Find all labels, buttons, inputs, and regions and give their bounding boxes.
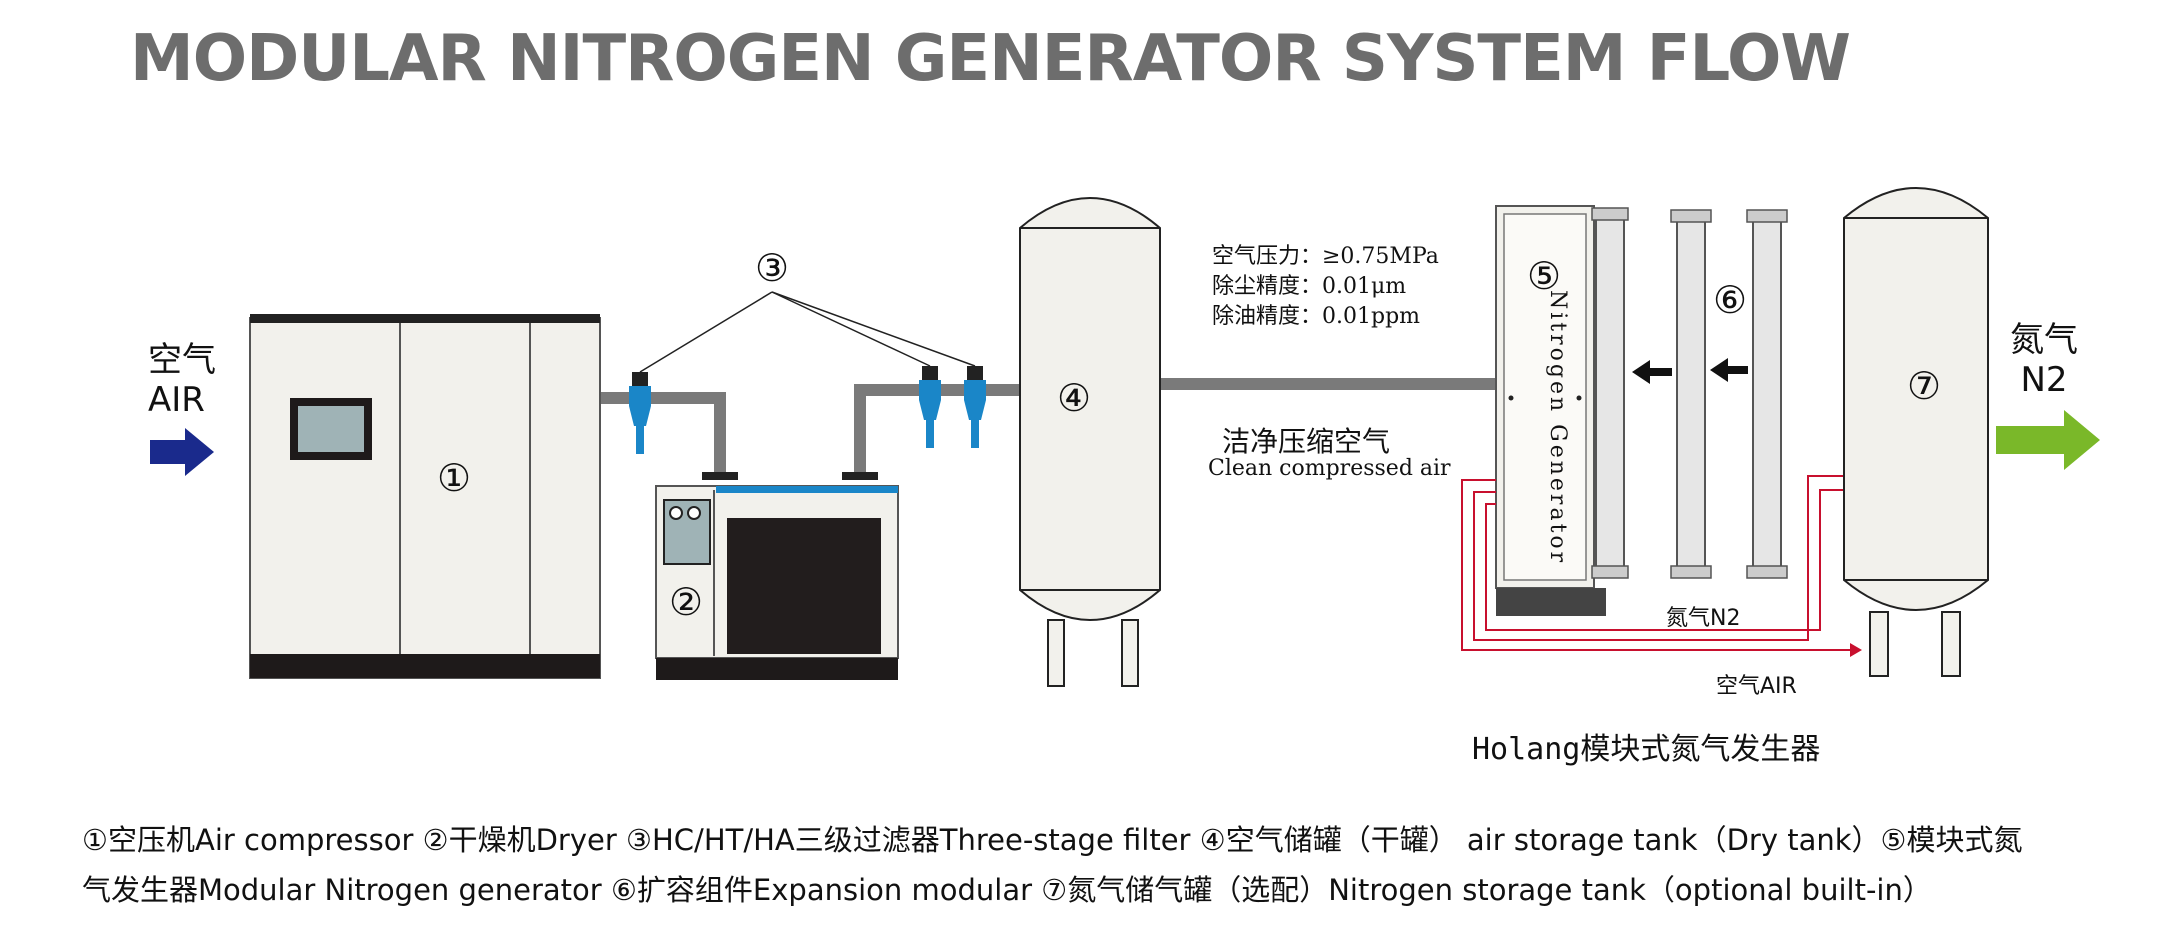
generator-bolt: [1576, 395, 1582, 401]
legend-line-2: 气发生器Modular Nitrogen generator ⑥扩容组件Expa…: [82, 873, 1932, 907]
compressor-top-band: [250, 314, 600, 323]
compressor-body: [249, 317, 601, 679]
marker-6: ⑥: [1712, 278, 1748, 322]
generator-column-cap: [1591, 565, 1629, 579]
dryer-tank-window: [727, 518, 881, 654]
air-inlet-arrow: [150, 428, 214, 476]
filter-3: [964, 366, 986, 448]
three-stage-filters: [629, 291, 986, 454]
spec-oil: 除油精度：0.01ppm: [1212, 304, 1421, 329]
air-storage-tank: [1019, 197, 1161, 687]
n2-line-label: 氮气N2: [1666, 606, 1741, 631]
tank4-leg: [1121, 619, 1139, 687]
air-spec-block: 空气压力：≥0.75MPa 除尘精度：0.01μm 除油精度：0.01ppm: [1212, 242, 1439, 332]
legend-line-1: ①空压机Air compressor ②干燥机Dryer ③HC/HT/HA三级…: [82, 823, 2023, 857]
clean-air-label-cn: 洁净压缩空气: [1222, 425, 1391, 458]
air-inlet-label-cn: 空气: [148, 340, 216, 380]
brand-caption: Holang模块式氮气发生器: [1472, 732, 1821, 767]
spec-pressure: 空气压力：≥0.75MPa: [1212, 244, 1439, 269]
marker-1: ①: [436, 456, 472, 500]
component-legend: ①空压机Air compressor ②干燥机Dryer ③HC/HT/HA三级…: [82, 815, 2102, 915]
compressor-screen: [298, 406, 364, 452]
flow-arrow-left-icon: [1710, 358, 1748, 382]
page-title: MODULAR NITROGEN GENERATOR SYSTEM FLOW: [130, 22, 1851, 96]
generator-vertical-label: Nitrogen Generator: [1545, 290, 1570, 566]
dryer-top-band: [716, 486, 898, 493]
clean-air-label-en: Clean compressed air: [1208, 456, 1451, 481]
expansion-modules: [1632, 209, 1788, 579]
dryer: [655, 472, 899, 680]
dryer-connector: [842, 472, 878, 480]
expansion-column-cap: [1746, 209, 1788, 223]
expansion-column: [1676, 215, 1706, 575]
spec-dust: 除尘精度：0.01μm: [1212, 274, 1407, 299]
n2-outlet-label-en: N2: [2020, 360, 2068, 400]
tank4-leg: [1047, 619, 1065, 687]
generator-column-cap: [1591, 207, 1629, 221]
generator-inner-panel: [1503, 213, 1587, 581]
dryer-gauge-icon: [669, 506, 683, 520]
air-inlet-label-en: AIR: [148, 380, 205, 420]
marker-7: ⑦: [1906, 364, 1942, 408]
expansion-column-cap: [1670, 565, 1712, 579]
n2-outlet-label: 氮气 N2: [2010, 320, 2078, 400]
red-arrow-icon: [1850, 643, 1862, 657]
red-flow-lines: [1461, 475, 1862, 657]
nitrogen-storage-tank: [1843, 187, 1989, 677]
expansion-column-cap: [1670, 209, 1712, 223]
filter-1: [629, 372, 651, 454]
generator-column: [1595, 211, 1625, 575]
marker-4: ④: [1056, 376, 1092, 420]
dryer-gauge-icon: [687, 506, 701, 520]
air-line-label: 空气AIR: [1716, 674, 1797, 699]
generator-base: [1496, 588, 1606, 616]
dryer-base: [656, 658, 898, 680]
nitrogen-generator: [1495, 205, 1629, 616]
n2-outlet-label-cn: 氮气: [2010, 320, 2078, 360]
flow-arrow-left-icon: [1632, 360, 1672, 384]
pipe-compressor-to-dryer: [600, 392, 726, 478]
expansion-column-cap: [1746, 565, 1788, 579]
compressor-base: [250, 654, 600, 678]
tank7-leg: [1941, 611, 1961, 677]
filter-2: [919, 366, 941, 448]
dryer-connector: [702, 472, 738, 480]
generator-bolt: [1508, 395, 1514, 401]
marker-5: ⑤: [1526, 254, 1562, 298]
tank7-leg: [1869, 611, 1889, 677]
air-inlet-label: 空气 AIR: [148, 340, 216, 420]
filter-callout-lines: [639, 291, 976, 373]
marker-2: ②: [668, 580, 704, 624]
n2-outlet-arrow: [1996, 410, 2100, 470]
expansion-column: [1752, 215, 1782, 575]
air-compressor: [249, 314, 601, 679]
marker-3: ③: [754, 246, 790, 290]
